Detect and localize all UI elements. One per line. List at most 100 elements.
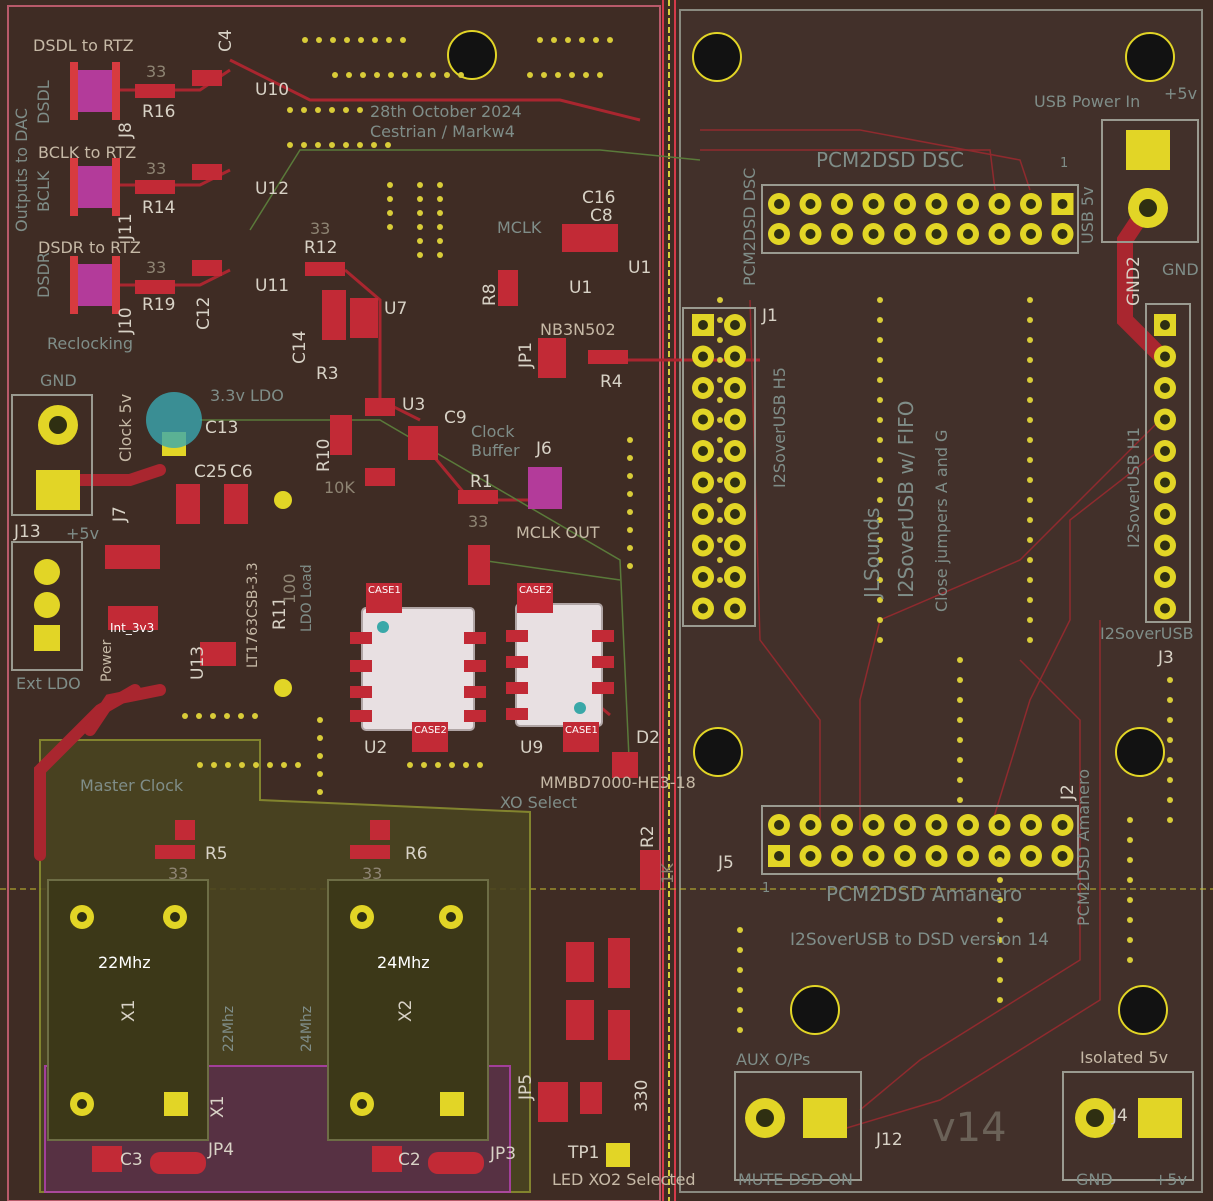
header-outline [1145, 303, 1191, 623]
via [627, 545, 633, 551]
via [302, 37, 308, 43]
via [287, 107, 293, 113]
val-led: 330 [632, 1079, 652, 1112]
mclk-out-label: MCLK OUT [516, 523, 600, 542]
ref-j13: J13 [14, 522, 41, 542]
via [225, 762, 231, 768]
via [1027, 597, 1033, 603]
via [437, 196, 443, 202]
j9-pin-hole [837, 229, 847, 239]
x1-freq: 22Mhz [98, 953, 151, 972]
via [957, 657, 963, 663]
gnd2-label: GND2 [1124, 256, 1144, 306]
via [329, 107, 335, 113]
via [957, 717, 963, 723]
via [316, 37, 322, 43]
x1-ref-2: X1 [208, 1095, 228, 1118]
via [437, 252, 443, 258]
via [997, 917, 1003, 923]
x2-freq-side: 24Mhz [299, 1005, 315, 1052]
usb-plus5v-label: +5v [1164, 84, 1198, 103]
connector-j4[interactable] [1062, 1071, 1194, 1181]
ref-u1: U1 [569, 278, 593, 298]
ref-u2: U2 [364, 738, 388, 758]
via [997, 997, 1003, 1003]
pcm-amanero-label: PCM2DSD Amanero [826, 882, 1023, 906]
j1-pin-hole [698, 603, 708, 614]
via [1027, 557, 1033, 563]
via [1127, 857, 1133, 863]
via [1167, 757, 1173, 763]
j2-pin-hole [931, 820, 942, 830]
j1-pin-hole [698, 540, 708, 551]
d2-part: MMBD7000-HE3-18 [540, 773, 696, 792]
dsdl-title: DSDL to RTZ [33, 36, 134, 55]
via [957, 757, 963, 763]
ref-j4: J4 [1112, 1106, 1128, 1126]
via [1027, 497, 1033, 503]
via [1127, 837, 1133, 843]
usb5v-label: USB 5v [1078, 186, 1097, 244]
via [317, 789, 323, 795]
j2-pin-hole [900, 851, 910, 861]
via [315, 107, 321, 113]
via [477, 762, 483, 768]
ref-u3: U3 [402, 395, 426, 415]
u9-case2: CASE2 [519, 585, 552, 596]
via [717, 397, 723, 403]
j9-pin-hole [931, 199, 942, 209]
connector-j5[interactable] [1101, 119, 1199, 243]
via [437, 224, 443, 230]
x1-freq-side: 22Mhz [221, 1005, 237, 1052]
via [317, 735, 323, 741]
ref-j11: J11 [116, 213, 136, 240]
via [1167, 677, 1173, 683]
j4-plus5v-label: +5v [1154, 1170, 1188, 1189]
j2-pin-hole [963, 851, 973, 861]
ref-u1-side: U1 [628, 258, 652, 278]
j1-pin-hole [698, 351, 708, 362]
j2-pin-hole [774, 820, 784, 830]
ref-c8: C8 [590, 206, 613, 226]
via [402, 72, 408, 78]
j9-pin-hole [931, 229, 942, 239]
via [1127, 877, 1133, 883]
via [877, 597, 883, 603]
via [388, 72, 394, 78]
header-j9 [761, 184, 1079, 254]
via [281, 762, 287, 768]
ref-u7: U7 [384, 299, 408, 319]
via [387, 210, 393, 216]
via [224, 713, 230, 719]
j3-pin-hole [1160, 603, 1170, 614]
connector-j12[interactable] [734, 1071, 862, 1181]
via [417, 210, 423, 216]
j1-pin-hole [698, 477, 708, 488]
j9-pin-hole [1026, 229, 1036, 239]
ref-r2: R2 [638, 825, 658, 848]
dsdl-label: DSDL [34, 80, 53, 124]
via [1027, 577, 1033, 583]
isolated5v-label: Isolated 5v [1080, 1048, 1169, 1067]
i2s-fifo-label: I2SoverUSB w/ FIFO [894, 400, 918, 598]
via [997, 957, 1003, 963]
u2-case2: CASE2 [414, 725, 447, 736]
j3-pin-hole [1160, 320, 1170, 330]
power-label: Power [99, 639, 115, 682]
via [569, 72, 575, 78]
via [317, 717, 323, 723]
via [329, 142, 335, 148]
via [527, 72, 533, 78]
ref-c14: C14 [290, 330, 310, 364]
ref-jp5: JP5 [516, 1073, 536, 1100]
connector-j8[interactable] [11, 541, 83, 671]
ref-r10: R10 [314, 438, 334, 472]
via [877, 357, 883, 363]
connector-j7[interactable] [11, 394, 93, 516]
j3-pin-hole [1160, 351, 1170, 362]
board-version: v14 [932, 1105, 1007, 1151]
via [1167, 737, 1173, 743]
ref-r6: R6 [405, 844, 428, 864]
j2-pin-hole [837, 851, 847, 861]
ref-r14: R14 [142, 198, 176, 218]
